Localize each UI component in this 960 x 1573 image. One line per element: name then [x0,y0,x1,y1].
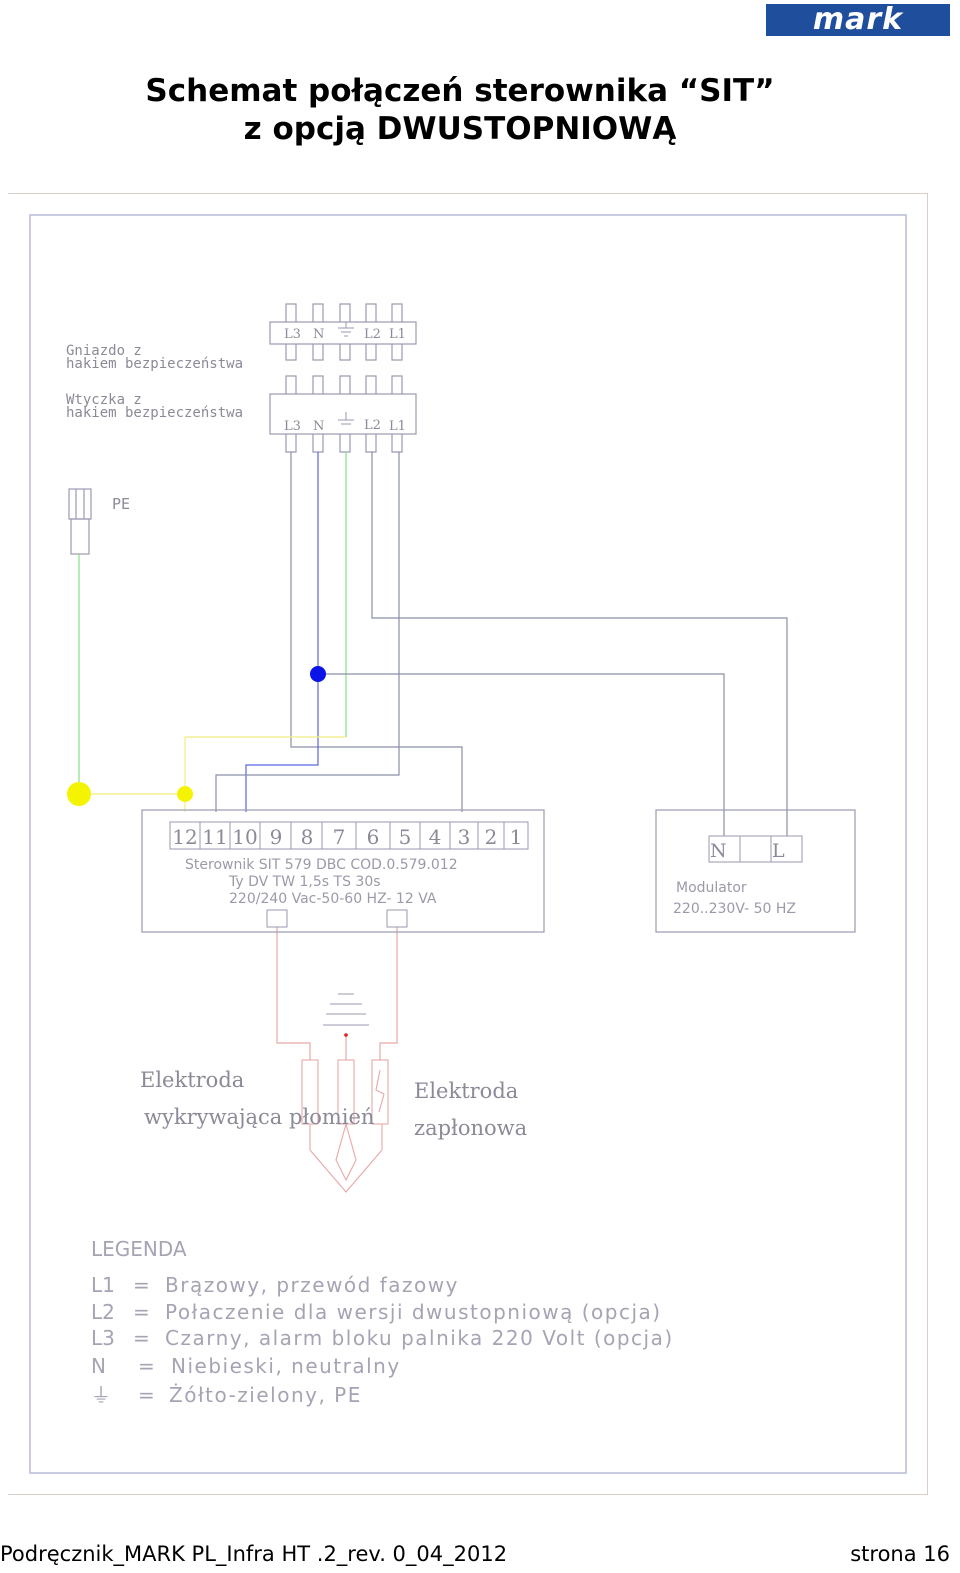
terminal-3: 3 [458,825,471,849]
socket-pin-l1: L1 [389,327,406,342]
terminal-10: 10 [232,825,257,849]
terminal-7: 7 [333,825,346,849]
terminal-9: 9 [270,825,283,849]
legend-eq-n: = [138,1354,155,1378]
footer-page-number: strona 16 [850,1542,950,1566]
legend-key-n: N [91,1354,106,1378]
legend-key-l1: L1 [91,1273,115,1297]
legend-eq-l2: = [133,1300,150,1324]
plug-pin-l2: L2 [364,418,381,433]
ignition-electrode-label-line1: Elektroda [414,1079,518,1103]
neutral-junction-node [310,666,326,682]
legend-desc-l3: Czarny, alarm bloku palnika 220 Volt (op… [165,1326,674,1350]
socket-pin-n: N [313,327,324,342]
plug-pin-l1: L1 [389,419,406,434]
socket-label-line1: Gniazdo z [66,343,142,359]
legend-desc-l1: Brązowy, przewód fazowy [165,1273,459,1297]
drawing-frame [29,214,907,1474]
legend-desc-n: Niebieski, neutralny [171,1354,401,1378]
electrode-ground-symbol [323,993,369,1026]
page-title-line2: z opcją DWUSTOPNIOWĄ [243,111,677,147]
legend-eq-l3: = [133,1326,150,1350]
footer-document-id: Podręcznik_MARK PL_Infra HT .2_rev. 0_04… [0,1542,508,1566]
modulator-block [655,809,856,933]
terminal-11: 11 [202,825,227,849]
page-title-line1: Schemat połączeń sterownika “SIT” [145,73,775,109]
terminal-1: 1 [510,825,523,849]
legend-eq-pe: = [138,1383,155,1407]
socket-connector [269,303,417,361]
outer-frame [8,193,928,1495]
ground-point [344,1033,348,1037]
plug-label-line2: hakiem bezpieczeństwa [66,405,243,421]
brand-logo-text: mark [812,2,904,37]
modulator-terminal-n: N [710,840,727,862]
page-title: Schemat połączeń sterownika “SIT” z opcj… [0,72,920,148]
legend-key-l2: L2 [91,1300,115,1324]
socket-pin-l2: L2 [364,327,381,342]
terminal-6: 6 [367,825,380,849]
plug-label-line1: Wtyczka z [66,392,142,408]
terminal-2: 2 [485,825,498,849]
socket-ground-symbol [338,322,354,337]
detect-electrode-label-line1: Elektroda [140,1068,244,1092]
modulator-terminals [708,835,803,863]
brand-logo: mark [766,4,950,36]
controller-supply: 220/240 Vac-50-60 HZ- 12 VA [229,891,437,907]
wires [78,452,788,1060]
detect-electrode-label-line2: wykrywająca płomień [144,1105,374,1129]
controller-model: Sterownik SIT 579 DBC COD.0.579.012 [185,857,458,873]
legend-key-pe: ⏚ [91,1383,111,1407]
pe-junction-node [67,782,91,806]
pe-junction-node-small [177,786,193,802]
terminal-strip [169,821,529,850]
legend-desc-l2: Połaczenie dla wersji dwustopniową (opcj… [165,1300,662,1324]
modulator-spec: 220..230V- 50 HZ [673,901,796,917]
plug-connector [269,375,417,453]
socket-pin-l3: L3 [284,327,301,342]
plug-pin-n: N [313,419,324,434]
terminal-4: 4 [429,825,442,849]
plug-ground-symbol [338,412,354,425]
electrodes [301,1059,389,1193]
legend-eq-l1: = [133,1273,150,1297]
legend-desc-pe: Żółto-zielony, PE [169,1383,362,1407]
legend-key-l3: L3 [91,1326,115,1350]
plug-pin-l3: L3 [284,419,301,434]
legend-title: LEGENDA [91,1237,187,1261]
modulator-terminal-l: L [772,840,785,862]
electrode-connector-left [266,909,288,928]
terminal-8: 8 [301,825,314,849]
terminal-12: 12 [172,825,197,849]
ignition-electrode-label-line2: zapłonowa [414,1116,527,1140]
socket-label-line2: hakiem bezpieczeństwa [66,356,243,372]
terminal-5: 5 [399,825,412,849]
pe-terminal [68,488,92,555]
controller-block [141,809,545,933]
modulator-label: Modulator [676,880,747,896]
legend: LEGENDA L1 = Brązowy, przewód fazowy L2 … [91,1237,674,1407]
electrode-connector-right [386,909,408,928]
pe-label: PE [112,495,130,513]
controller-timing: Ty DV TW 1,5s TS 30s [228,874,381,890]
